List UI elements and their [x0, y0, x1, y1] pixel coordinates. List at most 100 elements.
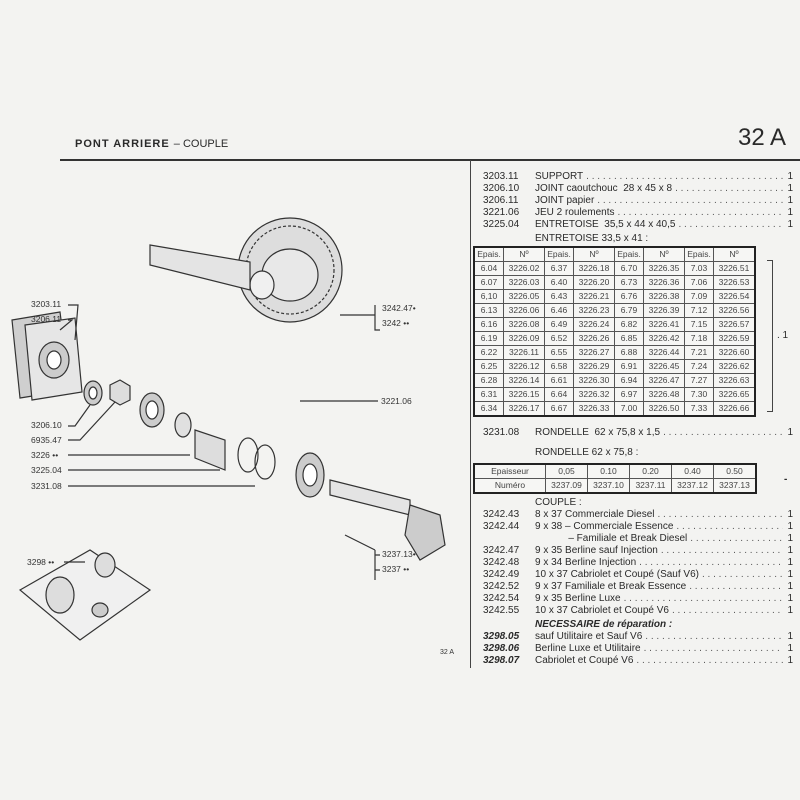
thickness-cell: 6.94	[614, 373, 644, 388]
thickness-cell: 6.91	[614, 359, 644, 374]
part-code: 3242.49	[483, 569, 520, 580]
part-desc: JOINT caoutchouc 28 x 45 x 8	[535, 183, 673, 194]
thickness-cell: 6.49	[544, 317, 574, 332]
part-number-cell: 3226.63	[713, 373, 756, 388]
part-desc: 10 x 37 Cabriolet et Coupé V6	[535, 605, 669, 616]
part-number-cell: 3226.47	[643, 373, 685, 388]
diagram-label: 3221.06	[381, 396, 412, 406]
header-rule	[60, 159, 800, 161]
leader-bracket	[374, 305, 380, 331]
column-header: Nº	[713, 246, 756, 262]
part-number-cell: 3226.24	[573, 317, 615, 332]
part-qty: 1	[787, 643, 793, 654]
leader-dots: . . . . . . . . . . . . . . . . . . . . …	[676, 521, 783, 532]
part-code: 3225.04	[483, 219, 520, 230]
part-number-cell: 3226.66	[713, 401, 756, 417]
rondelle-qty: -	[784, 474, 788, 485]
leader-dots: . . . . . . . . . . . . . . . . . . . . …	[623, 593, 784, 604]
kit-nut	[91, 602, 109, 618]
part-number-cell: 3226.09	[503, 331, 545, 346]
leader-dots: . . . . . . . . . . . . . . . . . . . . …	[657, 509, 784, 520]
part-desc: Berline Luxe et Utilitaire	[535, 643, 641, 654]
gear-teeth	[245, 225, 335, 315]
part-code: 3242.52	[483, 581, 520, 592]
part-number-cell: 3237.13	[713, 478, 757, 494]
part-qty: 1	[787, 195, 793, 206]
thickness-cell: 6.88	[614, 345, 644, 360]
thickness-cell: 0,05	[545, 463, 588, 479]
part-qty: 1	[787, 219, 793, 230]
part-number-cell: 3226.59	[713, 331, 756, 346]
part-code: 3242.44	[483, 521, 520, 532]
thickness-cell: 6.67	[544, 401, 574, 417]
leader-dots: . . . . . . . . . . . . . . . . . . . . …	[643, 643, 784, 654]
part-code: 3231.08	[483, 427, 520, 438]
thickness-cell: 7.12	[684, 303, 714, 318]
leader-dots: . . . . . . . . . . . . . . . . . . . . …	[645, 631, 783, 642]
part-number-cell: 3226.39	[643, 303, 685, 318]
part-code: 3221.06	[483, 207, 520, 218]
thickness-cell: 0.10	[587, 463, 630, 479]
part-number-cell: 3226.53	[713, 275, 756, 290]
part-number-cell: 3226.08	[503, 317, 545, 332]
row-label: Epaisseur	[473, 463, 546, 479]
part-desc: ENTRETOISE 35,5 x 44 x 40,5	[535, 219, 676, 230]
part-desc: JEU 2 roulements	[535, 207, 615, 218]
part-code: 3242.54	[483, 593, 520, 604]
entretoise-qty: . 1	[777, 330, 789, 341]
column-header: Nº	[643, 246, 685, 262]
thickness-cell: 6.07	[473, 275, 504, 290]
thickness-cell: 7.30	[684, 387, 714, 402]
kit-seal	[45, 576, 75, 614]
leader-dots: . . . . . . . . . . . . . . . . . . . . …	[689, 581, 783, 592]
entretoise-heading: ENTRETOISE 33,5 x 41 :	[535, 233, 649, 244]
part-number-cell: 3226.20	[573, 275, 615, 290]
part-number-cell: 3226.17	[503, 401, 545, 417]
part-code: 3298.06	[483, 643, 520, 654]
part-number-cell: 3226.51	[713, 261, 756, 276]
spacer	[194, 429, 226, 471]
part-number-cell: 3226.02	[503, 261, 545, 276]
title-sub: – COUPLE	[173, 138, 229, 150]
thickness-cell: 6.28	[473, 373, 504, 388]
thickness-cell: 7.03	[684, 261, 714, 276]
thickness-cell: 7.27	[684, 373, 714, 388]
pinion-gear	[404, 504, 446, 561]
necessaire-heading: NECESSAIRE de réparation :	[535, 619, 673, 630]
leader-line	[68, 401, 116, 441]
diagram-label: 3231.08	[31, 481, 62, 491]
table-bracket	[767, 260, 773, 412]
thickness-cell: 6.70	[614, 261, 644, 276]
thickness-cell: 6.13	[473, 303, 504, 318]
part-number-cell: 3226.57	[713, 317, 756, 332]
thickness-cell: 7.33	[684, 401, 714, 417]
part-code: 3242.47	[483, 545, 520, 556]
diagram-label: 3242 ••	[382, 318, 410, 328]
part-qty: 1	[787, 593, 793, 604]
part-qty: 1	[787, 427, 793, 438]
part-number-cell: 3226.14	[503, 373, 545, 388]
part-number-cell: 3226.29	[573, 359, 615, 374]
column-header: Epais.	[544, 246, 574, 262]
part-code	[483, 533, 535, 545]
part-number-cell: 3226.11	[503, 345, 545, 360]
thickness-cell: 6.61	[544, 373, 574, 388]
diagram-label: 3225.04	[31, 465, 62, 475]
part-qty: 1	[787, 581, 793, 592]
page-number: 32 A	[738, 124, 787, 151]
part-desc: SUPPORT	[535, 171, 584, 182]
part-number-cell: 3226.15	[503, 387, 545, 402]
part-qty: 1	[787, 207, 793, 218]
part-number-cell: 3226.27	[573, 345, 615, 360]
part-number-cell: 3226.06	[503, 303, 545, 318]
leader-line	[68, 304, 79, 341]
diagram-label: 3206.10	[31, 420, 62, 430]
